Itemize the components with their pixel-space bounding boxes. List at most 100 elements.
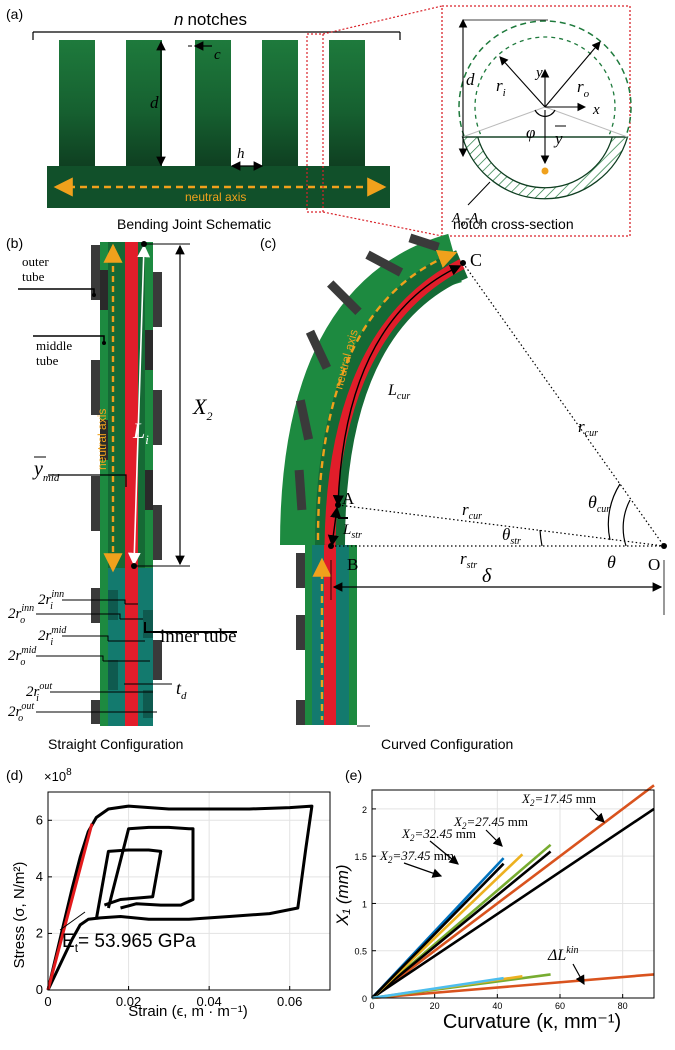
y-tick-label: 2 bbox=[36, 925, 43, 940]
modulus-annotation: Et= 53.965 GPa bbox=[62, 931, 196, 955]
curvature-xlabel: Curvature (κ, mm⁻¹) bbox=[443, 1011, 621, 1033]
td-label: td bbox=[176, 678, 187, 702]
section-marker-rect bbox=[306, 33, 324, 213]
panel-a-label: (a) bbox=[6, 6, 23, 22]
series-label-37: X2=37.45 mm bbox=[379, 848, 454, 865]
label-C: C bbox=[470, 250, 482, 270]
Lcur-arrow bbox=[332, 265, 462, 507]
series-line-10 bbox=[371, 976, 504, 1000]
Lstr-arrow bbox=[327, 506, 342, 547]
d-inset-label: d bbox=[466, 70, 475, 89]
series-label-27: X2=27.45 mm bbox=[453, 814, 528, 831]
Li-label: Li bbox=[132, 418, 149, 447]
stress-ylabel: Stress (σ, N/m²) bbox=[11, 862, 28, 969]
Lstr-label: Lstr bbox=[342, 522, 362, 541]
y-tick-label: 0 bbox=[36, 982, 43, 997]
series-label-17: X2=17.45 mm bbox=[521, 791, 596, 808]
series-line-0 bbox=[371, 784, 655, 1000]
bending-joint-caption: Bending Joint Schematic bbox=[117, 216, 271, 232]
section-connector-top bbox=[322, 5, 443, 35]
straight-config-caption: Straight Configuration bbox=[48, 736, 183, 752]
kin-label: ΔLkin bbox=[547, 945, 579, 964]
series-line-1 bbox=[371, 807, 655, 1000]
Li-arrow bbox=[127, 244, 151, 566]
ri-label: ri bbox=[496, 76, 506, 99]
x-tick-label: 0.04 bbox=[196, 994, 221, 1009]
rcur-line-upper bbox=[462, 262, 665, 547]
label-O: O bbox=[648, 555, 660, 574]
stress-exponent: ×108 bbox=[44, 767, 72, 784]
phi-label: φ bbox=[526, 123, 535, 142]
rcur-line-lower bbox=[337, 504, 665, 547]
centroid-dot bbox=[541, 167, 549, 175]
ymid-label: ymid bbox=[32, 458, 60, 484]
d-dim-label: d bbox=[150, 93, 159, 112]
strain-xlabel: Strain (ϵ, m · m⁻¹) bbox=[128, 1003, 248, 1020]
rcur-label-lower: rcur bbox=[462, 500, 482, 522]
Lcur-label: Lcur bbox=[387, 382, 410, 402]
series-line-3 bbox=[371, 850, 552, 1000]
y-tick-label: 0.5 bbox=[354, 947, 367, 957]
inner-tube-label: inner tube bbox=[160, 626, 237, 647]
series-line-7 bbox=[371, 973, 655, 1000]
X2-label: X2 bbox=[192, 394, 212, 423]
curved-config-caption: Curved Configuration bbox=[381, 736, 513, 752]
panel-c-label: (c) bbox=[260, 235, 276, 251]
panel-d-label: (d) bbox=[6, 767, 23, 783]
delta-label: δ bbox=[482, 565, 492, 587]
theta-label: θ bbox=[607, 552, 616, 572]
panel-b: (b) neutral axis Li X2 bbox=[6, 235, 237, 752]
panel-c: (c) neutral axis Lcur Lstr C A bbox=[260, 233, 667, 752]
x-axis-label: x bbox=[592, 102, 600, 118]
ro-arrow bbox=[544, 41, 601, 108]
notch-cross-section-caption: notch cross-section bbox=[453, 216, 574, 232]
x-tick-label: 0 bbox=[369, 1001, 374, 1011]
area-label: Ao-Ai bbox=[451, 211, 481, 228]
y-axis-label: y bbox=[534, 65, 543, 81]
inner-tube-leader bbox=[144, 622, 237, 633]
x-tick-label: 40 bbox=[492, 1001, 502, 1011]
ybar-label: y bbox=[553, 129, 563, 148]
x1-ylabel: X₁ (mm) bbox=[333, 864, 352, 926]
x-tick-label: 80 bbox=[618, 1001, 628, 1011]
y-tick-label: 0 bbox=[362, 994, 367, 1004]
neutral-axis-label-b: neutral axis bbox=[95, 409, 109, 470]
y-tick-label: 6 bbox=[36, 812, 43, 827]
panel-e-label: (e) bbox=[345, 767, 362, 783]
rcur-label-upper: rcur bbox=[578, 417, 598, 439]
inner-radius-circle bbox=[474, 36, 616, 178]
y-tick-label: 4 bbox=[36, 869, 43, 884]
c-dim-label: c bbox=[214, 47, 221, 63]
ro-label: ro bbox=[577, 77, 590, 100]
series-line-3 bbox=[46, 823, 94, 991]
panel-b-label: (b) bbox=[6, 235, 23, 251]
h-dim-label: h bbox=[237, 146, 245, 162]
theta-cur-label: θcur bbox=[588, 492, 610, 515]
series-line-2 bbox=[94, 848, 163, 920]
y-tick-label: 1.5 bbox=[354, 852, 367, 862]
y-tick-label: 1 bbox=[362, 899, 367, 909]
series-line-1 bbox=[106, 825, 195, 910]
ri-arrow bbox=[499, 56, 546, 108]
joint-teeth bbox=[59, 40, 365, 170]
x-tick-label: 0 bbox=[44, 994, 51, 1009]
plot-area bbox=[47, 791, 331, 991]
rstr-label: rstr bbox=[460, 549, 477, 571]
section-connector-bottom bbox=[322, 211, 443, 237]
label-A: A bbox=[342, 489, 355, 508]
x-tick-label: 0.02 bbox=[116, 994, 141, 1009]
theta-str-label: θstr bbox=[502, 525, 521, 547]
